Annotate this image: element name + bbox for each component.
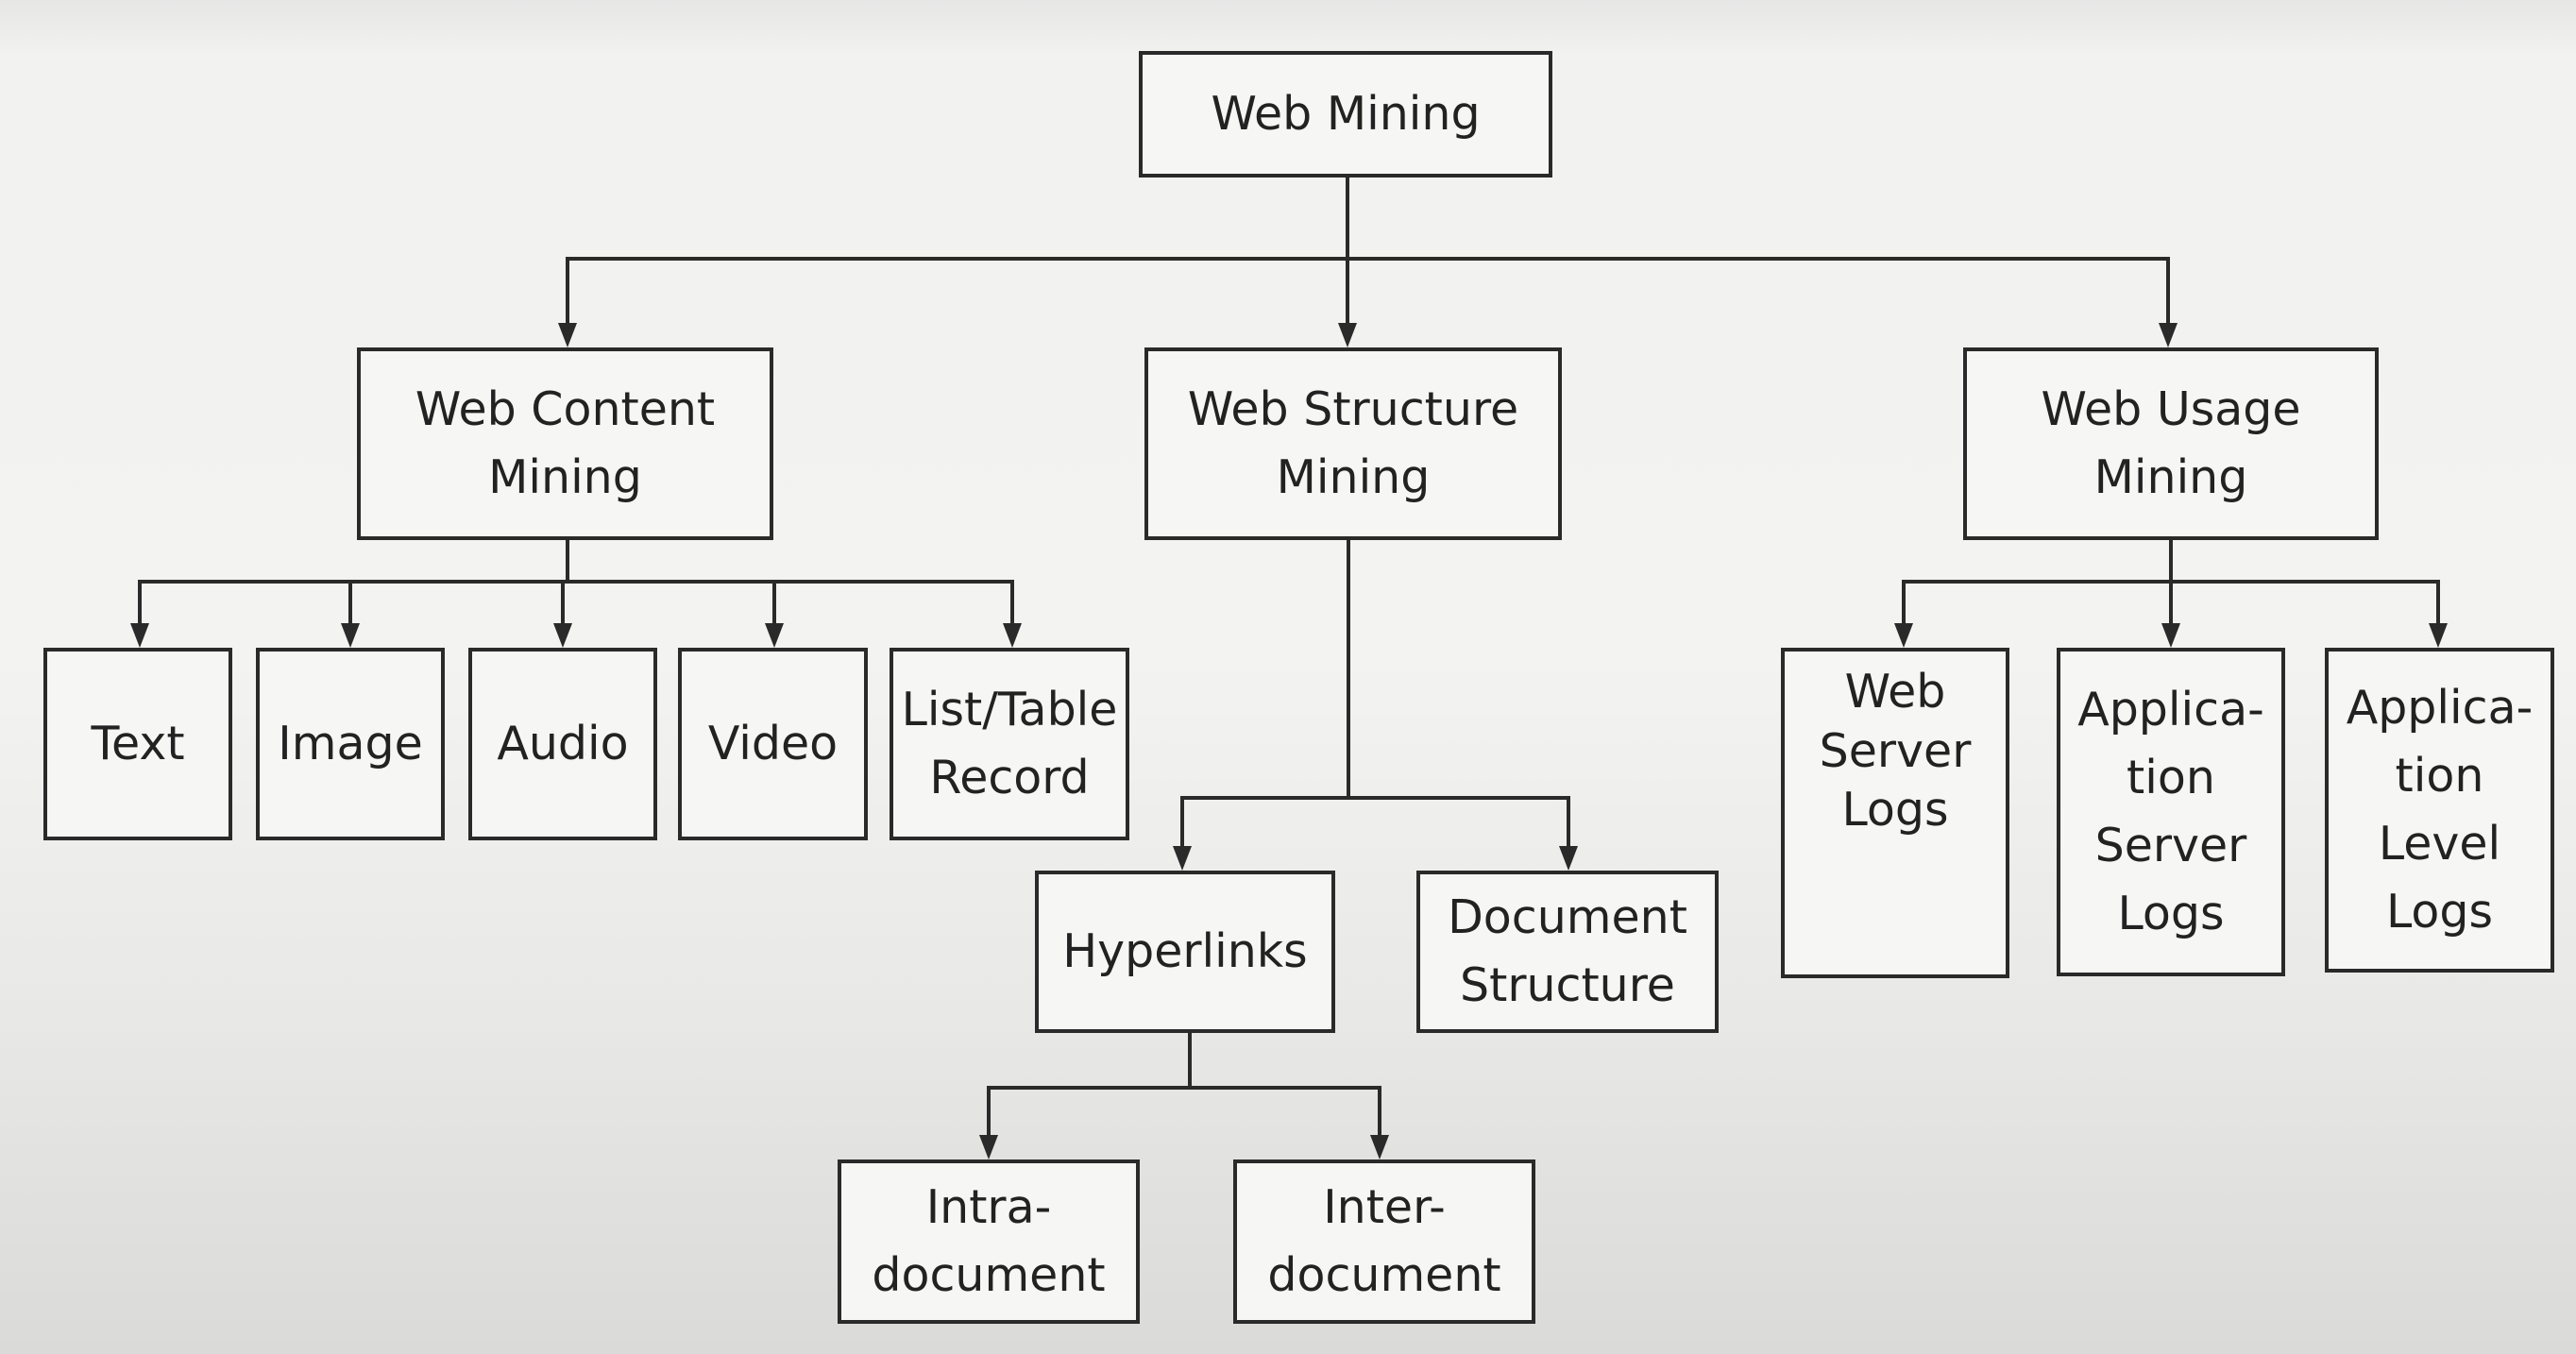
edge-to-web-structure-mining-arrowhead (1338, 323, 1357, 347)
node-application-server-logs: Applica- tion Server Logs (2057, 648, 2285, 976)
edge-to-web-usage-mining-arrowhead (2159, 323, 2178, 347)
node-hyperlinks: Hyperlinks (1035, 871, 1335, 1033)
node-web-mining: Web Mining (1139, 51, 1552, 178)
node-label: Document Structure (1448, 889, 1687, 1012)
node-application-level-logs: Applica- tion Level Logs (2325, 648, 2554, 973)
node-label: Applica- tion Level Logs (2346, 680, 2534, 939)
edge-to-video-arrowhead (765, 623, 784, 648)
edge-to-application-level-logs-arrowhead (2429, 623, 2448, 648)
edge-to-image-arrowhead (341, 623, 360, 648)
node-label: Audio (497, 716, 629, 770)
node-intra-document: Intra- document (838, 1159, 1140, 1324)
node-image: Image (256, 648, 445, 840)
node-web-content-mining: Web Content Mining (357, 347, 773, 540)
edge-to-document-structure-arrowhead (1559, 846, 1578, 871)
edge-to-text-arrowhead (130, 623, 149, 648)
node-label: Applica- tion Server Logs (2077, 682, 2264, 941)
node-label: Web Content Mining (415, 381, 716, 504)
node-video: Video (678, 648, 868, 840)
edge-to-hyperlinks-arrowhead (1173, 846, 1192, 871)
edge-to-application-server-logs-arrowhead (2161, 623, 2180, 648)
edge-to-web-server-logs-arrowhead (1894, 623, 1913, 648)
node-label: Video (707, 716, 839, 770)
node-label: Hyperlinks (1062, 923, 1308, 978)
edge-to-intra-document-arrowhead (979, 1135, 998, 1159)
node-audio: Audio (468, 648, 657, 840)
node-document-structure: Document Structure (1416, 871, 1719, 1033)
edge-to-audio-arrowhead (553, 623, 572, 648)
node-label: List/Table Record (901, 682, 1118, 804)
node-text: Text (43, 648, 232, 840)
node-inter-document: Inter- document (1233, 1159, 1535, 1324)
node-label: Text (91, 716, 185, 770)
edge-to-web-content-mining-arrowhead (558, 323, 577, 347)
node-web-server-logs: Web Server Logs (1781, 648, 2009, 978)
node-web-structure-mining: Web Structure Mining (1144, 347, 1562, 540)
node-label: Web Usage Mining (2041, 381, 2301, 504)
edge-to-inter-document-arrowhead (1370, 1135, 1389, 1159)
node-label: Web Structure Mining (1187, 381, 1519, 504)
node-label: Intra- document (872, 1179, 1106, 1302)
edge-to-list-table-record-arrowhead (1003, 623, 1022, 648)
node-label: Web Server Logs (1819, 665, 1972, 838)
node-label: Web Mining (1211, 86, 1481, 141)
node-web-usage-mining: Web Usage Mining (1963, 347, 2379, 540)
node-list-table-record: List/Table Record (890, 648, 1129, 840)
node-label: Image (278, 716, 423, 770)
node-label: Inter- document (1267, 1179, 1501, 1302)
